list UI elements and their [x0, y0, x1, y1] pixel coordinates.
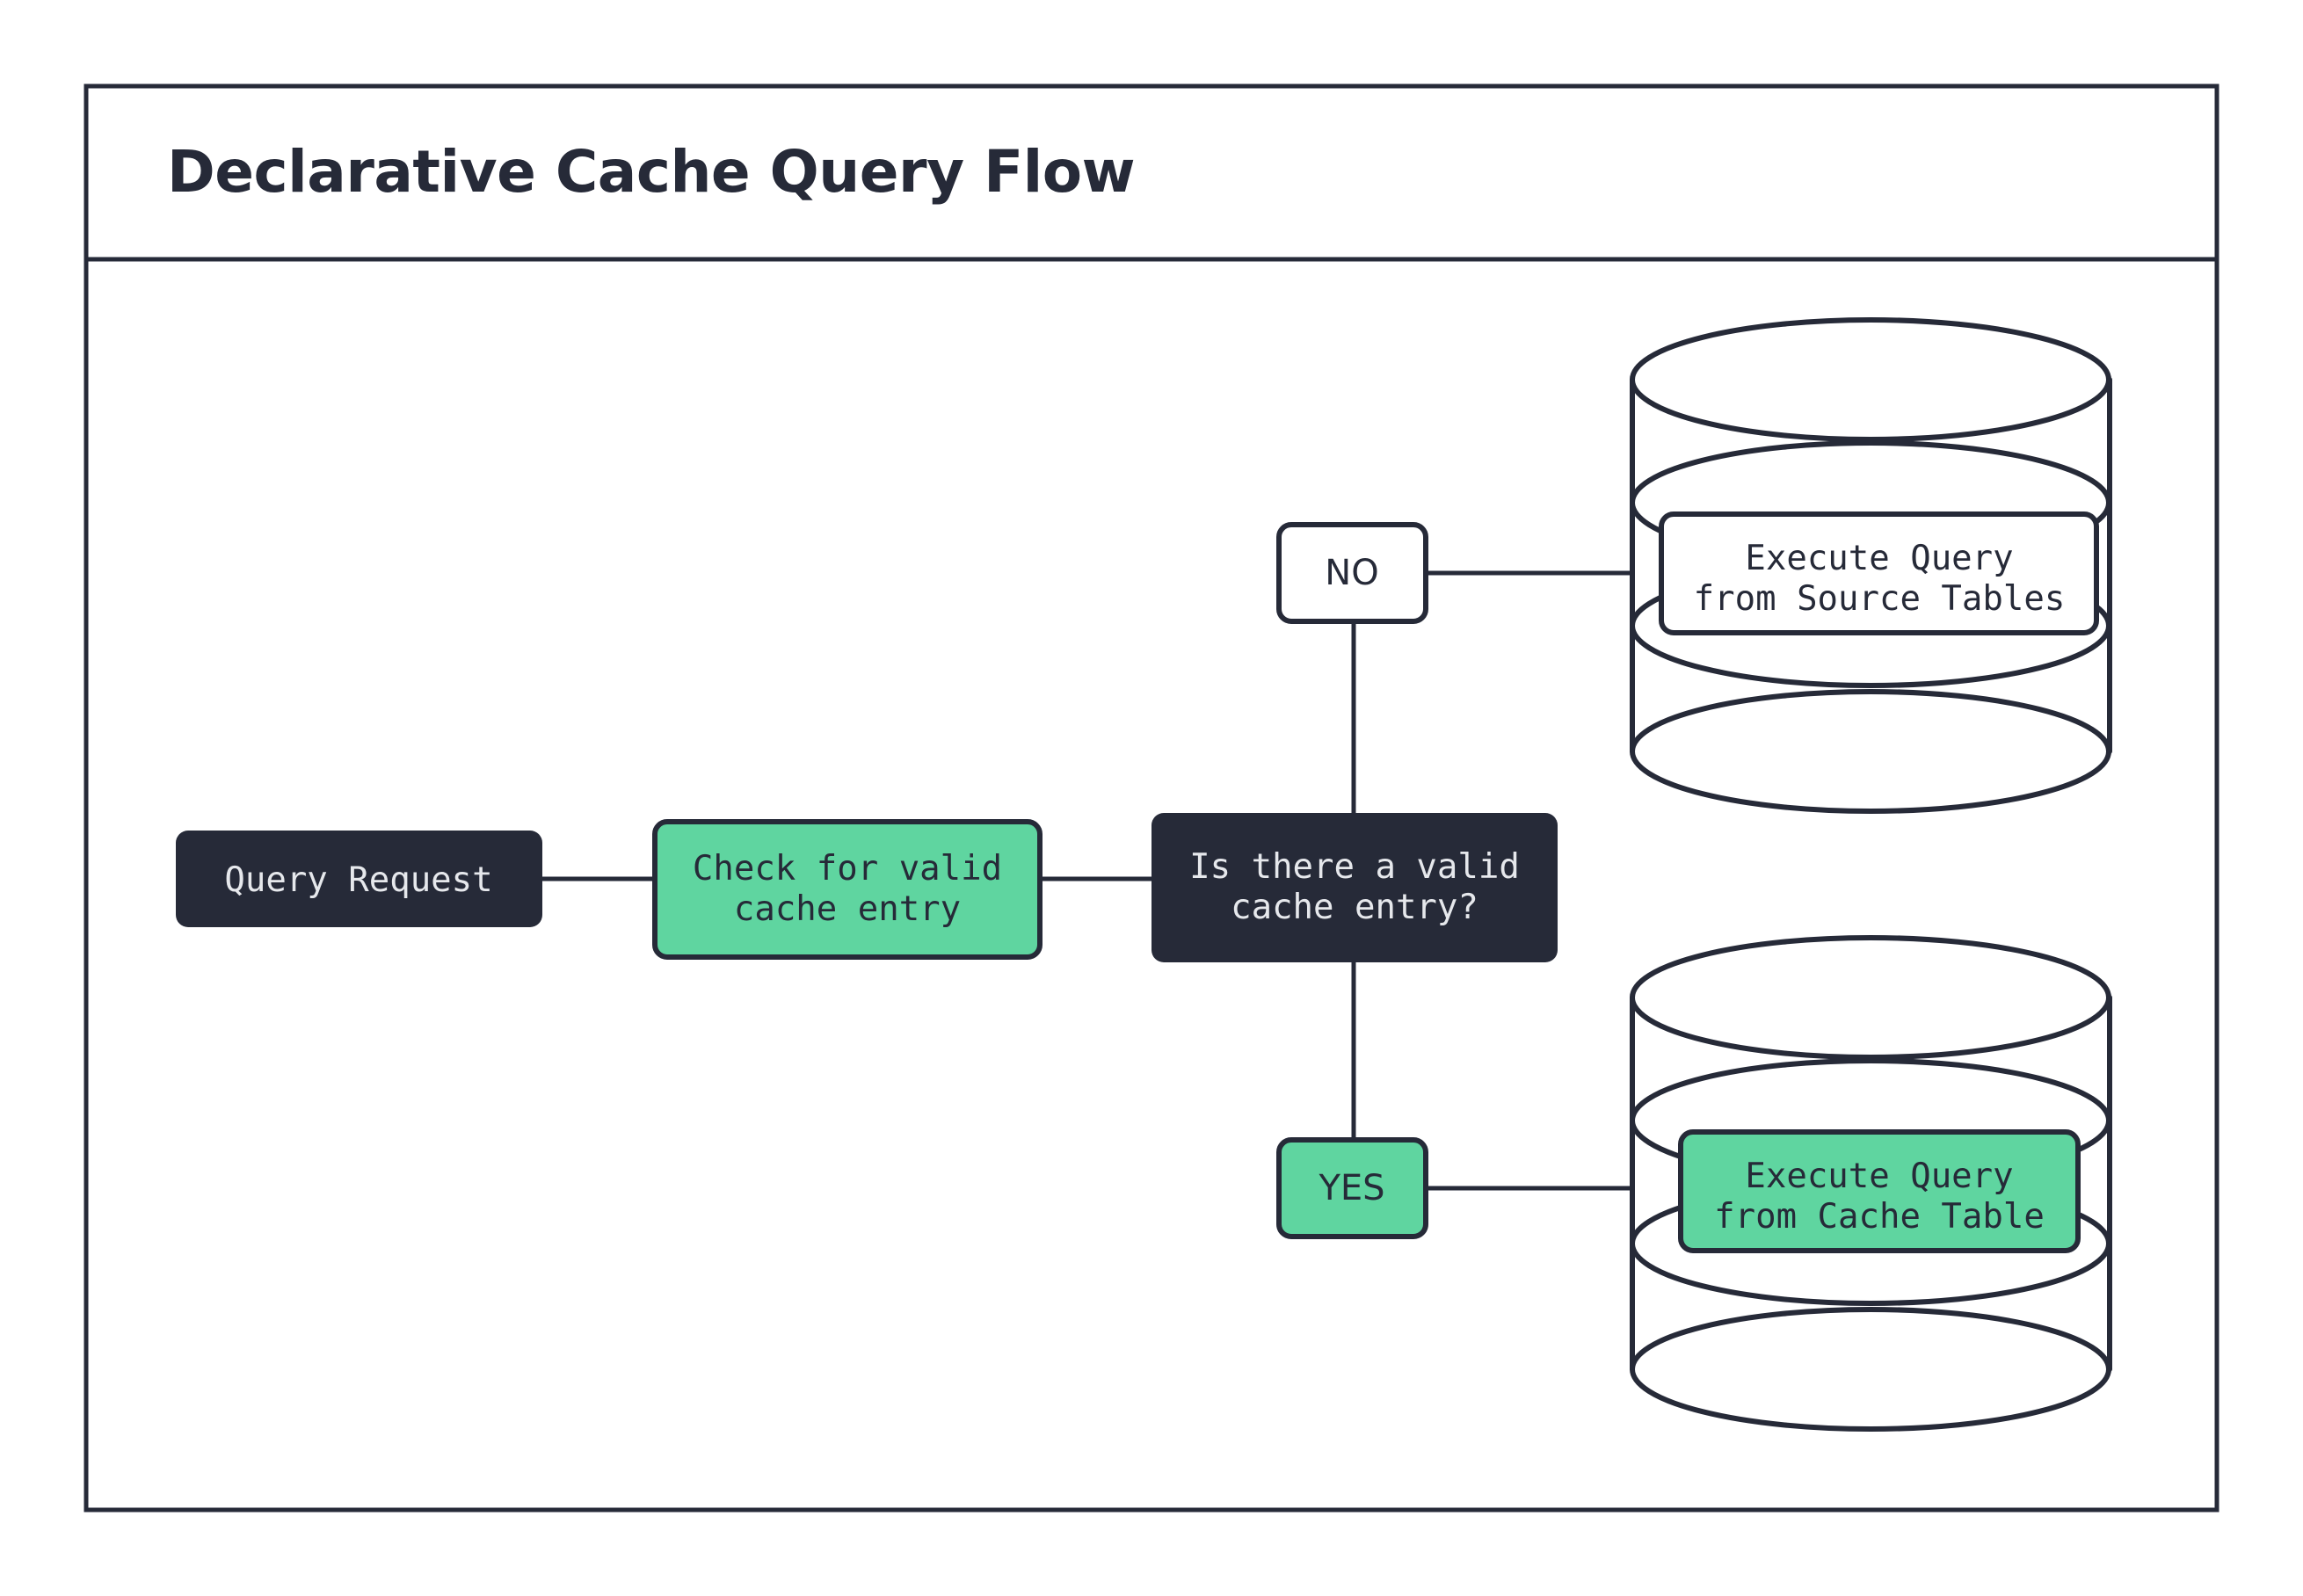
node-branch-yes-label: YES: [1318, 1168, 1384, 1208]
node-execute-query-cache-table[interactable]: Execute Query from Cache Table: [1678, 1129, 2081, 1253]
node-check-cache-entry-label-line1: Check for valid: [693, 849, 1002, 889]
node-execute-query-source-tables-label-line1: Execute Query: [1745, 539, 2013, 578]
node-branch-yes[interactable]: YES: [1276, 1137, 1428, 1239]
node-decision-label-line1: Is there a valid: [1189, 847, 1520, 887]
diagram-frame: [84, 83, 2219, 1513]
node-check-cache-entry[interactable]: Check for valid cache entry: [652, 819, 1043, 960]
node-branch-no[interactable]: NO: [1276, 522, 1428, 624]
node-check-cache-entry-label-line2: cache entry: [734, 889, 961, 929]
node-branch-no-label: NO: [1325, 553, 1378, 593]
cache-table-database-cylinder: [1630, 935, 2112, 1432]
node-execute-query-source-tables[interactable]: Execute Query from Source Tables: [1659, 511, 2099, 635]
node-decision-valid-cache-entry[interactable]: Is there a valid cache entry?: [1152, 813, 1558, 962]
node-execute-query-cache-table-label-line1: Execute Query: [1745, 1157, 2013, 1196]
node-execute-query-cache-table-label-line2: from Cache Table: [1714, 1197, 2045, 1237]
node-query-request-label: Query Request: [224, 860, 492, 900]
page-title: Declarative Cache Query Flow: [167, 138, 1135, 206]
node-decision-label-line2: cache entry?: [1231, 888, 1478, 927]
node-execute-query-source-tables-label-line2: from Source Tables: [1694, 579, 2066, 619]
node-query-request[interactable]: Query Request: [176, 831, 542, 927]
